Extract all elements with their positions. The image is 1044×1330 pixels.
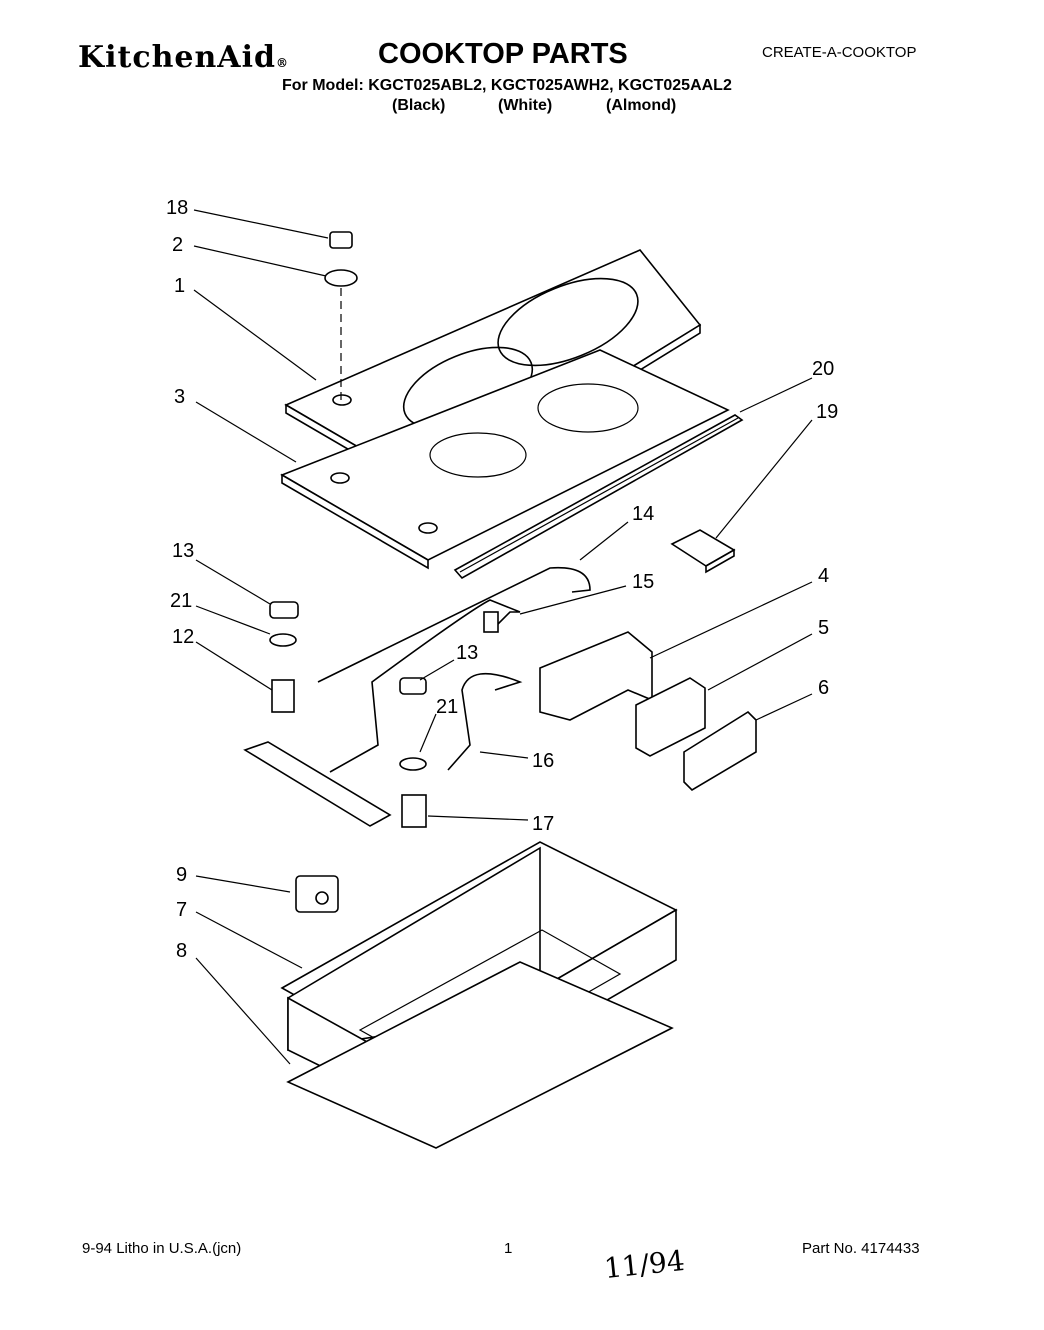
- callout-21b: 21: [436, 696, 458, 718]
- callout-labels: 18 2 1 3 20 19 14 13 15 4 21 5 12 13 6 2…: [166, 197, 838, 962]
- footer-litho: 9-94 Litho in U.S.A.(jcn): [82, 1240, 242, 1257]
- part-2-bezel: [324, 269, 358, 400]
- part-18-knob: [329, 231, 353, 249]
- model-color-almond: (Almond): [606, 97, 677, 114]
- part-20-trim-strip: [453, 414, 744, 580]
- callout-13b: 13: [456, 642, 478, 664]
- model-color-white: (White): [498, 97, 553, 114]
- part-8-bottom-plate: [286, 961, 674, 1149]
- callout-15: 15: [632, 571, 654, 593]
- callout-9: 9: [176, 864, 187, 886]
- tubing-parts: [317, 566, 591, 773]
- manifold: [243, 741, 392, 827]
- callout-4: 4: [818, 565, 829, 587]
- page-number: 1: [504, 1240, 513, 1257]
- model-color-black: (Black): [392, 97, 446, 114]
- callout-20: 20: [812, 358, 834, 380]
- callout-6: 6: [818, 677, 829, 699]
- callout-21: 21: [170, 590, 192, 612]
- callout-13: 13: [172, 540, 194, 562]
- callout-14: 14: [632, 503, 654, 525]
- callout-5: 5: [818, 617, 829, 639]
- callout-1: 1: [174, 275, 185, 297]
- callout-7: 7: [176, 899, 187, 921]
- callout-17: 17: [532, 813, 554, 835]
- callout-12: 12: [172, 626, 194, 648]
- brand-logo: KitchenAid®: [78, 40, 289, 75]
- part-3-burner-box: [280, 349, 730, 570]
- callout-18: 18: [166, 197, 188, 219]
- callout-2: 2: [172, 234, 183, 256]
- document-type: CREATE-A-COOKTOP: [762, 44, 917, 61]
- callout-16: 16: [532, 750, 554, 772]
- part-9-junction-box: [295, 875, 339, 913]
- callout-leaders: [193, 209, 813, 1065]
- heat-shields: [539, 631, 757, 792]
- callout-19: 19: [816, 401, 838, 423]
- callout-3: 3: [174, 386, 185, 408]
- valve-parts: [269, 601, 427, 828]
- model-list: For Model: KGCT025ABL2, KGCT025AWH2, KGC…: [282, 77, 732, 94]
- part-number: Part No. 4174433: [802, 1240, 920, 1257]
- callout-8: 8: [176, 940, 187, 962]
- page-title: COOKTOP PARTS: [378, 38, 628, 70]
- part-19-bracket: [670, 529, 736, 574]
